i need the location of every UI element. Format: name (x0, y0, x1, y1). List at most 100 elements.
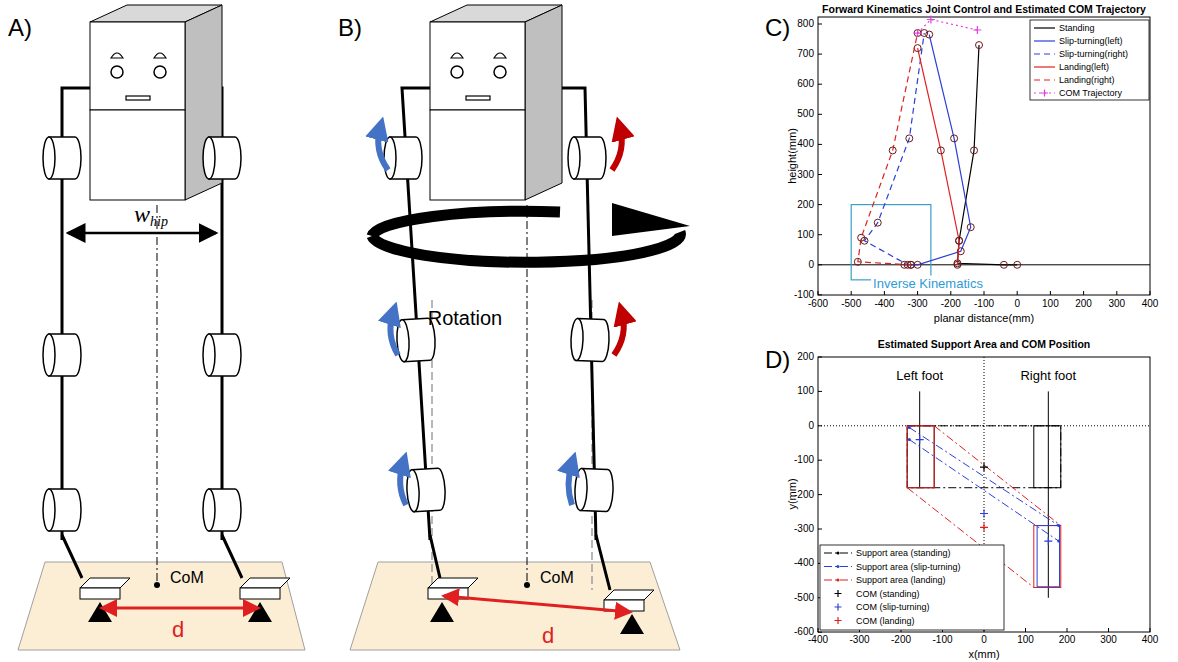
legend-sample (1034, 27, 1055, 28)
figure-label: B) (338, 16, 362, 40)
tick-mark (818, 628, 819, 632)
figure-label: -600 (808, 299, 828, 309)
joint-marker (951, 135, 958, 142)
joint-marker (921, 30, 928, 37)
figure-label: -100 (794, 455, 814, 465)
plus-marker (835, 617, 842, 624)
com-trajectory (918, 19, 978, 33)
figure-label: w (134, 202, 150, 226)
joint-marker (937, 147, 944, 154)
plus-marker (973, 26, 981, 34)
figure-label: d (172, 619, 184, 641)
legend-text: Standing (1059, 24, 1095, 33)
tick-mark (818, 391, 822, 392)
figure-label: -300 (794, 524, 814, 534)
figure-label: -400 (874, 299, 894, 309)
foot-rect (907, 426, 934, 488)
figure-label: d (542, 625, 554, 647)
joint-marker (954, 261, 961, 268)
tick-mark (818, 174, 822, 175)
tick-mark (1067, 628, 1068, 632)
figure-label: CoM (170, 570, 204, 586)
tick-mark (884, 291, 885, 295)
figure-label: 100 (797, 230, 814, 240)
figure-label: Inverse Kinematics (871, 276, 985, 291)
figure-label: 400 (797, 139, 814, 149)
tick-mark (984, 291, 985, 295)
legend-box (820, 545, 1004, 630)
support-area (907, 426, 1061, 488)
figure-label: hip (150, 215, 168, 229)
figure-label: -400 (794, 558, 814, 568)
figure-label: A) (8, 16, 32, 40)
tick-mark (1150, 628, 1151, 632)
plus-marker (835, 604, 842, 611)
figure-label: D) (765, 348, 790, 372)
figure-label: -200 (941, 299, 961, 309)
figure-label: 400 (1142, 299, 1159, 309)
figure-label: C) (765, 16, 790, 40)
robot-rotating (350, 5, 690, 650)
figure-label: -200 (891, 635, 911, 645)
ik-box (851, 205, 931, 280)
joint-marker (854, 258, 861, 265)
plus-marker (914, 29, 922, 37)
plus-marker (927, 15, 935, 23)
joint-marker (914, 30, 921, 37)
tick-mark (818, 204, 822, 205)
figure-label: -100 (794, 290, 814, 300)
joint-marker (906, 135, 913, 142)
joint-marker (967, 224, 974, 231)
robot-standing (18, 5, 305, 650)
tick-mark (851, 291, 852, 295)
figure-label: 300 (1108, 299, 1125, 309)
tick-mark (1108, 628, 1109, 632)
figure-label: -500 (794, 593, 814, 603)
joint-marker (971, 147, 978, 154)
legend-text: Support area (slip-turning) (856, 562, 961, 571)
legend-sample (824, 579, 852, 580)
tick-mark (818, 357, 822, 358)
figure-label: 200 (1075, 299, 1092, 309)
joint-marker (1014, 261, 1021, 268)
figure-label: Rotation (428, 308, 503, 328)
data-series (858, 33, 918, 265)
tick-mark (818, 54, 822, 55)
legend-text: Landing(right) (1059, 76, 1115, 85)
joint-marker (1000, 261, 1007, 268)
legend-text: COM Trajectory (1059, 89, 1122, 98)
tick-mark (1116, 291, 1117, 295)
data-series (918, 48, 960, 265)
data-series (957, 45, 1017, 265)
figure-label: 300 (797, 170, 814, 180)
figure-label: -300 (908, 299, 928, 309)
figure-label: -200 (794, 490, 814, 500)
plus-marker (1041, 90, 1048, 97)
legend-text: Slip-turning(right) (1059, 50, 1128, 59)
figure-label: planar distance(mm) (934, 313, 1034, 324)
figure-label: -600 (794, 627, 814, 637)
foot-rect (1034, 526, 1061, 588)
foot-rect (1034, 426, 1061, 488)
tick-mark (950, 291, 951, 295)
support-area (909, 428, 1058, 526)
joint-marker (907, 261, 914, 268)
joint-marker (976, 42, 983, 49)
figure-label: -500 (841, 299, 861, 309)
plus-marker (916, 436, 924, 444)
chart-plots (818, 15, 1150, 632)
legend-sample (1034, 53, 1055, 54)
support-area (934, 426, 1061, 526)
legend-text: Support area (landing) (856, 576, 946, 585)
foot-rect (907, 426, 934, 488)
figure-label: height(mm) (787, 128, 798, 184)
tick-mark (818, 24, 822, 25)
tick-mark (818, 84, 822, 85)
figure-label: 100 (797, 386, 814, 396)
joint-marker (926, 31, 933, 38)
tick-mark (1150, 291, 1151, 295)
figure-label: Forward Kinematics Joint Control and Est… (822, 4, 1146, 15)
figure-label: 700 (797, 49, 814, 59)
figure-label: -100 (932, 635, 952, 645)
